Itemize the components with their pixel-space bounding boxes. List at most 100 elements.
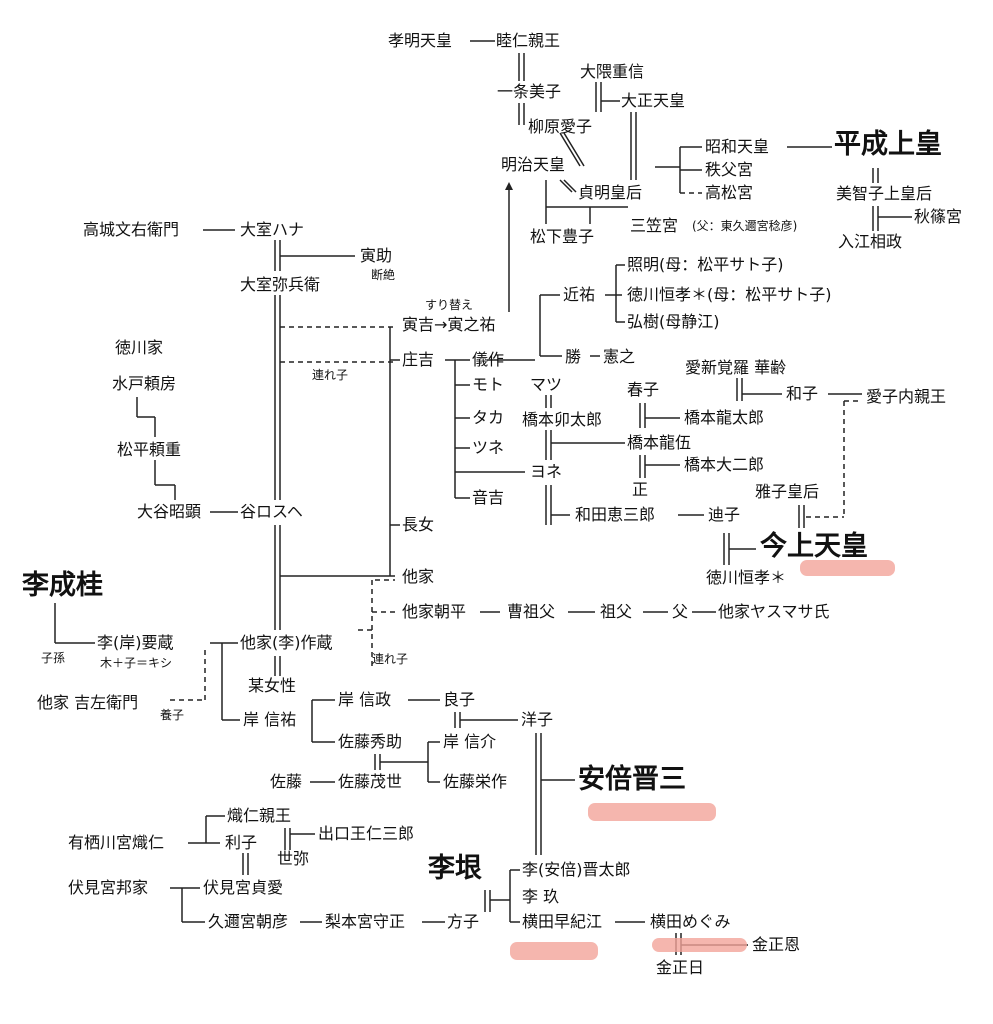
kenno: 憲之	[603, 347, 636, 366]
otoyoshi: 音吉	[472, 488, 505, 507]
matsu: マツ	[530, 375, 563, 394]
kim-jong-un: 金正恩	[752, 935, 801, 954]
kishi-note: 木＋子＝キシ	[100, 656, 173, 670]
yi-un: 李垠	[428, 853, 482, 884]
torasuke: 寅助	[360, 246, 393, 265]
yokota-megumi: 横田めぐみ	[650, 912, 731, 931]
hashimoto-ryugo: 橋本龍伍	[627, 433, 692, 452]
yi-seonggye: 李成桂	[22, 570, 103, 601]
yone: ヨネ	[530, 462, 563, 481]
koumei-tennou: 孝明天皇	[388, 31, 453, 50]
sato-hidesuke: 佐藤秀助	[338, 732, 403, 751]
tsune: ツネ	[472, 438, 505, 457]
okuma-shigenobu: 大隈重信	[580, 62, 645, 81]
nashimoto-morimasa: 梨本宮守正	[325, 912, 406, 931]
masako-kougou: 雅子皇后	[755, 482, 820, 501]
deguchi-onisaburo: 出口王仁三郎	[318, 824, 415, 843]
takamatsu-no-miya: 高松宮	[705, 183, 754, 202]
taike-yi-sakuzo: 他家(李)作蔵	[240, 633, 333, 652]
chikasuke: 近祐	[563, 285, 596, 304]
highlight-yokota-megumi	[652, 938, 747, 952]
yoko: 洋子	[521, 710, 554, 729]
yokota-sakie: 横田早紀江	[522, 912, 603, 931]
irie-sukemasa: 入江相政	[838, 232, 903, 251]
yi-abe-shintaro: 李(安倍)晋太郎	[522, 860, 631, 879]
sato: 佐藤	[270, 772, 303, 791]
toshiko: 利子	[225, 833, 258, 852]
kishi-nobusuke: 岸 信介	[443, 732, 497, 751]
matsushita-toyoko: 松下豊子	[530, 227, 595, 246]
omuro-yahee: 大室弥兵衛	[240, 275, 321, 294]
masaru: 勝	[565, 347, 582, 366]
tsureko-label-2: 連れ子	[372, 652, 409, 666]
wada-keisaburo: 和田恵三郎	[575, 505, 656, 524]
ichijo-haruko: 一条美子	[497, 82, 562, 101]
kuni-asahiko: 久邇宮朝彦	[208, 912, 289, 931]
michiko-joukougou: 美智子上皇后	[836, 184, 933, 203]
akishino-no-miya: 秋篠宮	[914, 207, 963, 226]
taike: 他家	[402, 567, 435, 586]
highlight-imanjo	[800, 560, 895, 576]
nanigashi-josei: 某女性	[248, 676, 297, 695]
taike-yasumasa: 他家ヤスマサ氏	[718, 602, 830, 621]
showa-tennou: 昭和天皇	[705, 137, 770, 156]
matsudaira-yorishige: 松平頼重	[117, 440, 182, 459]
fushimi-kuniie: 伏見宮邦家	[68, 878, 149, 897]
teimei-kougou: 貞明皇后	[578, 183, 643, 202]
yoshiko: 良子	[443, 690, 476, 709]
hiroki: 弘樹(母静江)	[627, 312, 720, 331]
taniguchi-sube: 谷ロスヘ	[240, 502, 303, 521]
yanagihara-naruko: 柳原愛子	[528, 117, 593, 136]
taike-kichizaemon: 他家 吉左衛門	[37, 693, 139, 712]
chojo: 長女	[402, 515, 435, 534]
aishinkakura-karei: 愛新覚羅 華齢	[685, 358, 787, 377]
hashimoto-utaro: 橋本卯太郎	[522, 410, 603, 429]
taike-asahira: 他家朝平	[402, 602, 467, 621]
highlight-yokota-sakie	[510, 942, 598, 960]
yi-kishi-yozo: 李(岸)要蔵	[97, 633, 174, 652]
abe-shinzo: 安倍晋三	[578, 764, 686, 795]
mikasa-no-miya: 三笠宮	[630, 216, 679, 235]
aiko-naishinnou: 愛子内親王	[866, 387, 947, 406]
imanjo-tennou: 今上天皇	[760, 531, 868, 562]
kim-jong-il: 金正日	[656, 958, 705, 977]
hashimoto-ryutaro: 橋本龍太郎	[684, 408, 765, 427]
shokichi: 庄吉	[402, 350, 435, 369]
seya: 世弥	[277, 849, 310, 868]
tadashi: 正	[632, 480, 649, 499]
tokugawa-tsuneyoshi-top: 徳川恒孝＊(母：松平サト子)	[627, 285, 832, 304]
sato-eisaku: 佐藤栄作	[443, 772, 508, 791]
teruaki: 照明(母：松平サト子)	[627, 255, 784, 274]
shison-label: 子孫	[41, 651, 66, 665]
taruhito-shinnou: 熾仁親王	[227, 806, 292, 825]
moto: モト	[472, 375, 505, 394]
sofu: 祖父	[600, 602, 633, 621]
kishi-nobumasa: 岸 信政	[338, 690, 392, 709]
mutsuhito-shinnou: 睦仁親王	[496, 31, 561, 50]
mito-yorifusa: 水戸頼房	[112, 374, 177, 393]
danzetsu-label: 断絶	[371, 268, 396, 282]
highlight-abe	[588, 803, 716, 821]
masako-nashimoto: 方子	[447, 912, 480, 931]
yoshi-label: 養子	[160, 708, 185, 722]
hashimoto-daijiro: 橋本大二郎	[684, 455, 765, 474]
torakichi-toranosuke: 寅吉→寅之祐	[402, 315, 496, 334]
yi-gu: 李 玖	[522, 887, 560, 906]
michiko-wada: 迪子	[708, 505, 741, 524]
taka: タカ	[472, 408, 505, 427]
gisaku: 儀作	[472, 350, 505, 369]
kishi-nobusuke-parent: 岸 信祐	[243, 710, 297, 729]
sato-moyo: 佐藤茂世	[338, 772, 403, 791]
haruko: 春子	[627, 380, 660, 399]
chichi: 父	[672, 602, 689, 621]
takagi-bunemon: 高城文右衛門	[83, 220, 180, 239]
surikae-label: すり替え	[425, 298, 474, 312]
chichibu-no-miya: 秩父宮	[705, 160, 754, 179]
sosofu: 曹祖父	[507, 602, 556, 621]
tokugawa-tsuneyoshi-bottom: 徳川恒孝＊	[706, 568, 787, 587]
taisho-tennou: 大正天皇	[621, 91, 686, 110]
omuro-hana: 大室ハナ	[240, 220, 305, 239]
tsureko-label-1: 連れ子	[312, 368, 349, 382]
kazuko: 和子	[786, 384, 819, 403]
